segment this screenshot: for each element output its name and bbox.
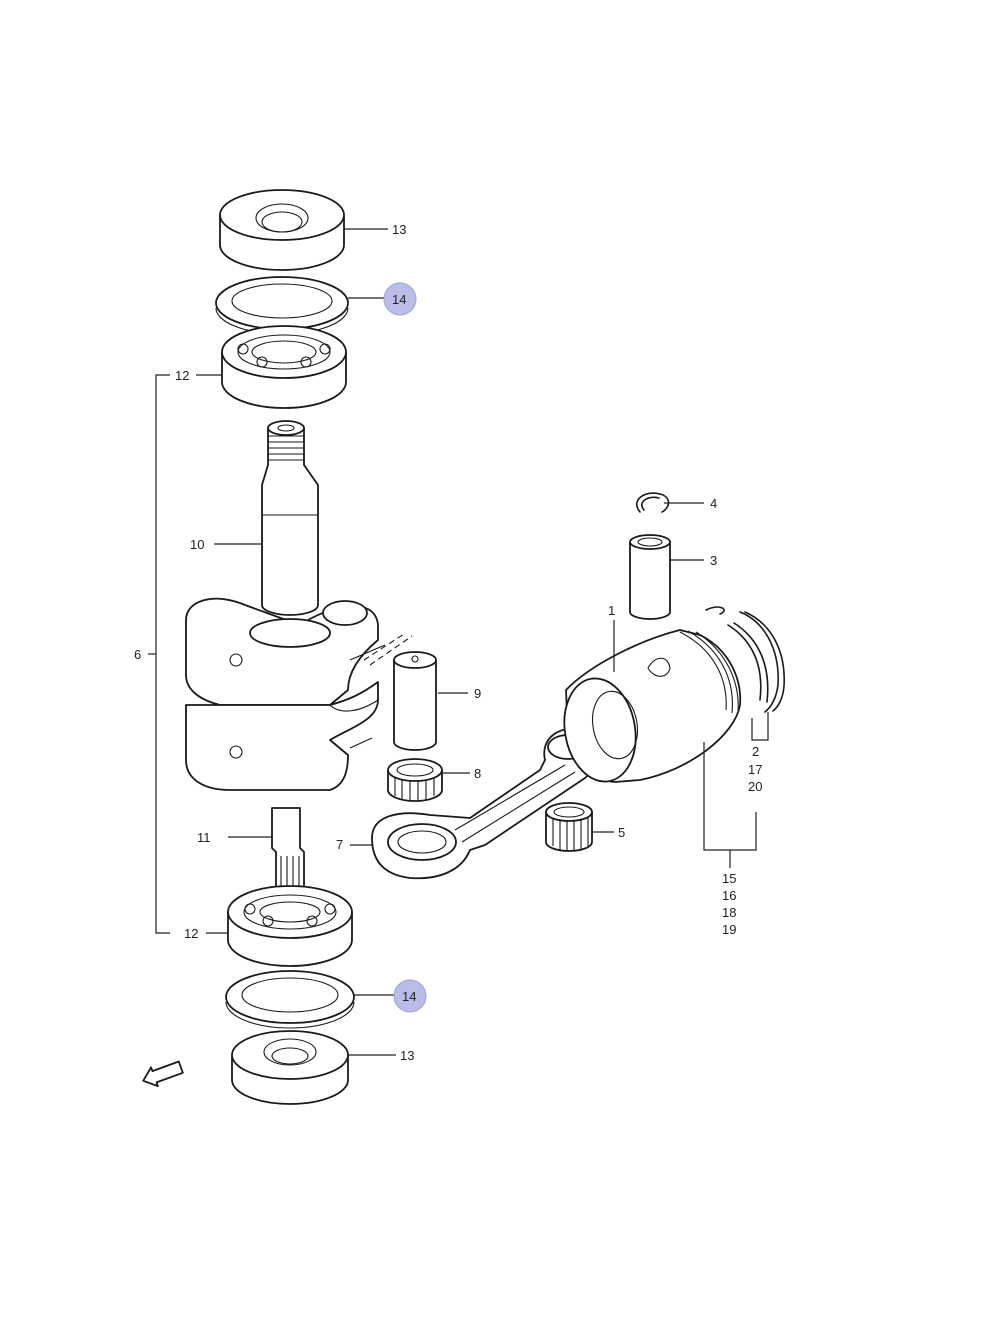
bottom-oil-seal [231, 1030, 349, 1105]
label-14-bottom: 14 [402, 989, 416, 1004]
crank-pin [363, 633, 437, 751]
label-2: 2 [752, 744, 759, 759]
top-oil-seal [219, 189, 345, 271]
label-12-bottom: 12 [184, 926, 198, 941]
label-7: 7 [336, 837, 343, 852]
forward-direction-arrow-icon: FWD [142, 1060, 184, 1088]
label-19: 19 [722, 922, 736, 937]
label-9: 9 [474, 686, 481, 701]
upper-crankshaft [261, 420, 319, 616]
label-3: 3 [710, 553, 717, 568]
bottom-ball-bearing [227, 885, 353, 967]
label-11: 11 [197, 830, 211, 845]
label-14-top: 14 [392, 292, 406, 307]
label-5: 5 [618, 825, 625, 840]
label-13-top: 13 [392, 222, 406, 237]
leader-lines [148, 228, 769, 1056]
crank-webs [185, 597, 386, 791]
label-4: 4 [710, 496, 717, 511]
piston-rings [705, 606, 785, 713]
label-17: 17 [748, 762, 762, 777]
label-8: 8 [474, 766, 481, 781]
label-15: 15 [722, 871, 736, 886]
label-18: 18 [722, 905, 736, 920]
piston-pin [629, 534, 671, 620]
label-13-bottom: 13 [400, 1048, 414, 1063]
label-1: 1 [608, 603, 615, 618]
big-end-needle-bearing [387, 758, 443, 802]
highlight-marker-top [383, 282, 417, 316]
top-ball-bearing [221, 325, 347, 409]
label-16: 16 [722, 888, 736, 903]
piston [563, 629, 742, 783]
label-6: 6 [134, 647, 141, 662]
bottom-thrust-washer [225, 970, 355, 1029]
highlight-marker-bottom [393, 979, 427, 1013]
small-end-needle-bearing [545, 802, 593, 852]
label-20: 20 [748, 779, 762, 794]
label-10: 10 [190, 537, 204, 552]
piston-pin-circlip [636, 492, 670, 513]
label-12-top: 12 [175, 368, 189, 383]
